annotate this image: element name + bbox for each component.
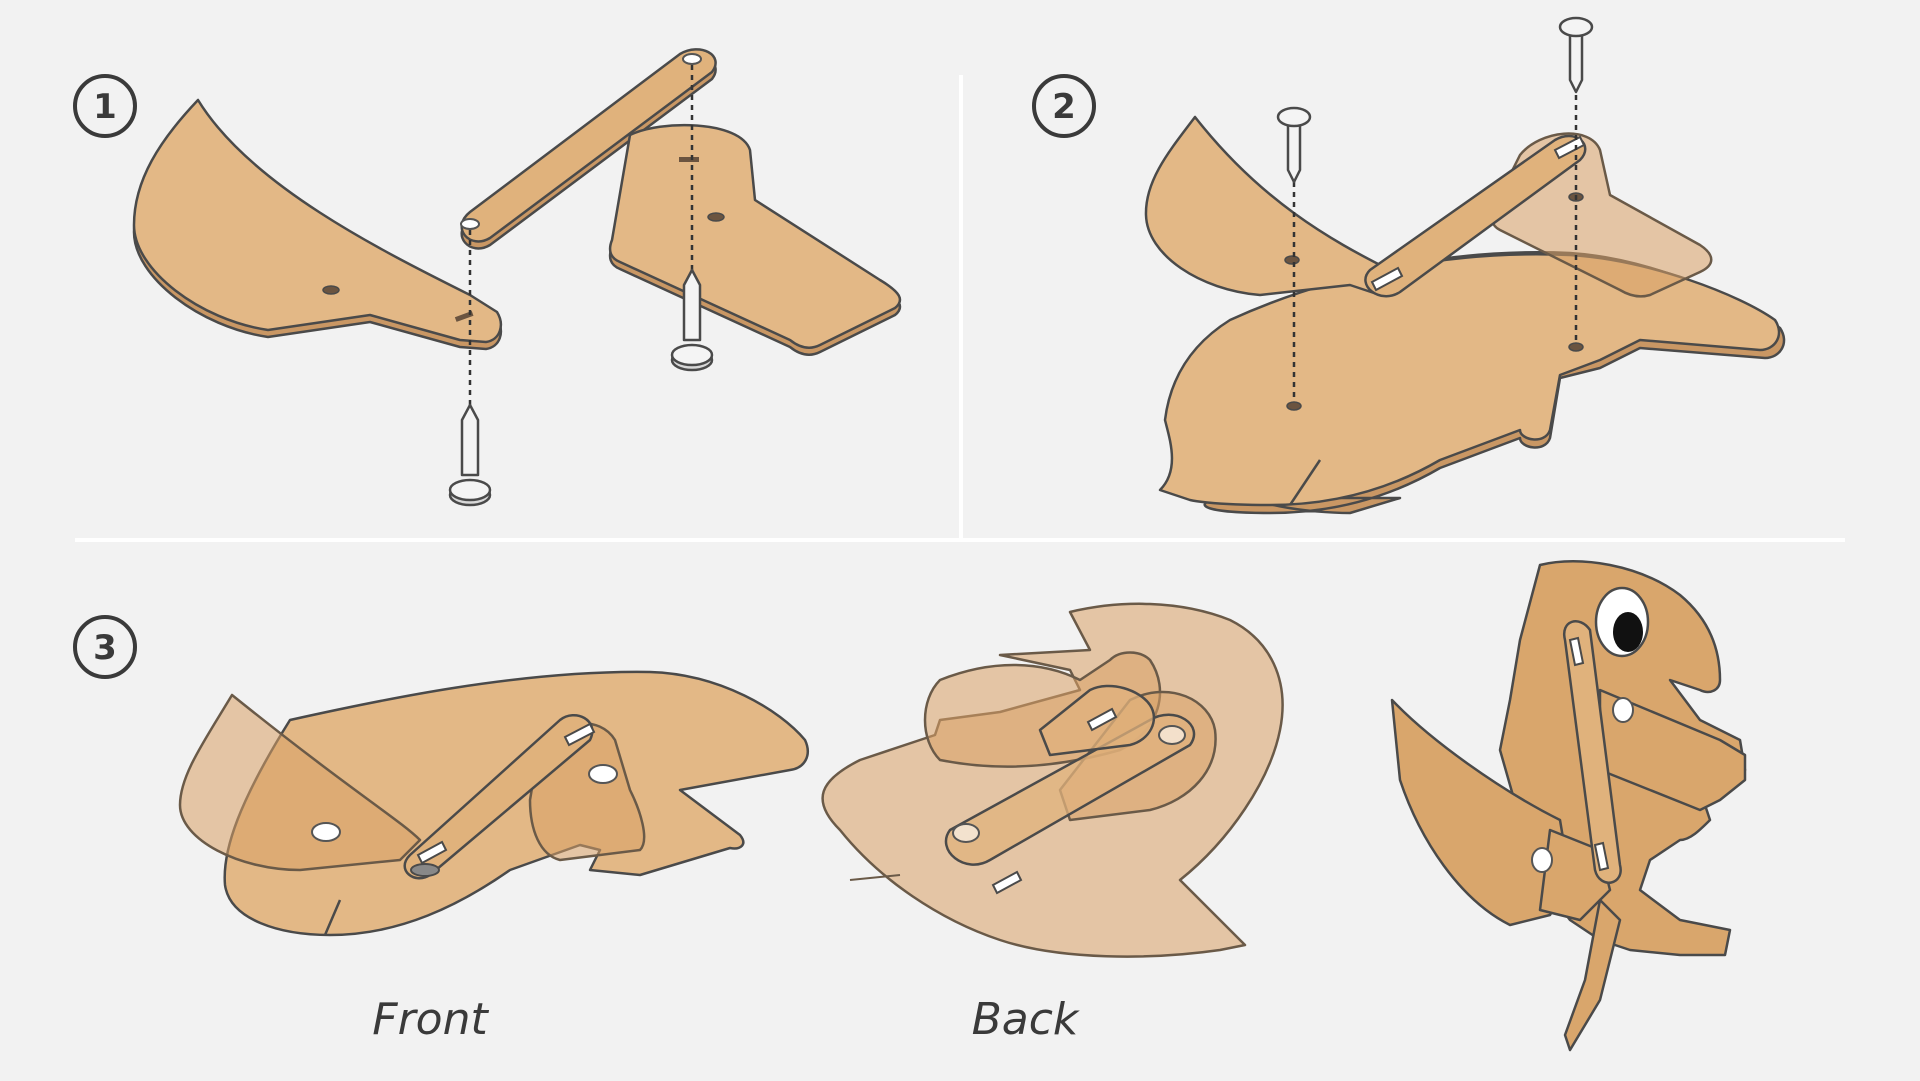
nail-step2-left (1278, 108, 1310, 182)
back-view: Back (823, 604, 1283, 1045)
nail-step2-right (1560, 18, 1592, 92)
step-1-badge: 1 (75, 76, 135, 136)
leg-piece (610, 125, 900, 355)
step-2-panel: 2 (1034, 18, 1784, 513)
step-3-panel: 3 Front Back (75, 561, 1745, 1050)
step-1-panel: 1 (75, 49, 900, 505)
step-3-number: 3 (93, 628, 117, 668)
tail-piece-attached (1146, 117, 1395, 295)
front-caption: Front (372, 994, 489, 1045)
step-1-number: 1 (93, 87, 117, 127)
step-3-badge: 3 (75, 617, 135, 677)
tail-piece (134, 100, 501, 349)
nail-left (450, 405, 490, 505)
back-caption: Back (972, 994, 1080, 1045)
front-view: Front (180, 672, 808, 1045)
step-2-number: 2 (1052, 87, 1076, 127)
step-2-badge: 2 (1034, 76, 1094, 136)
assembled-dino (1392, 561, 1745, 1050)
